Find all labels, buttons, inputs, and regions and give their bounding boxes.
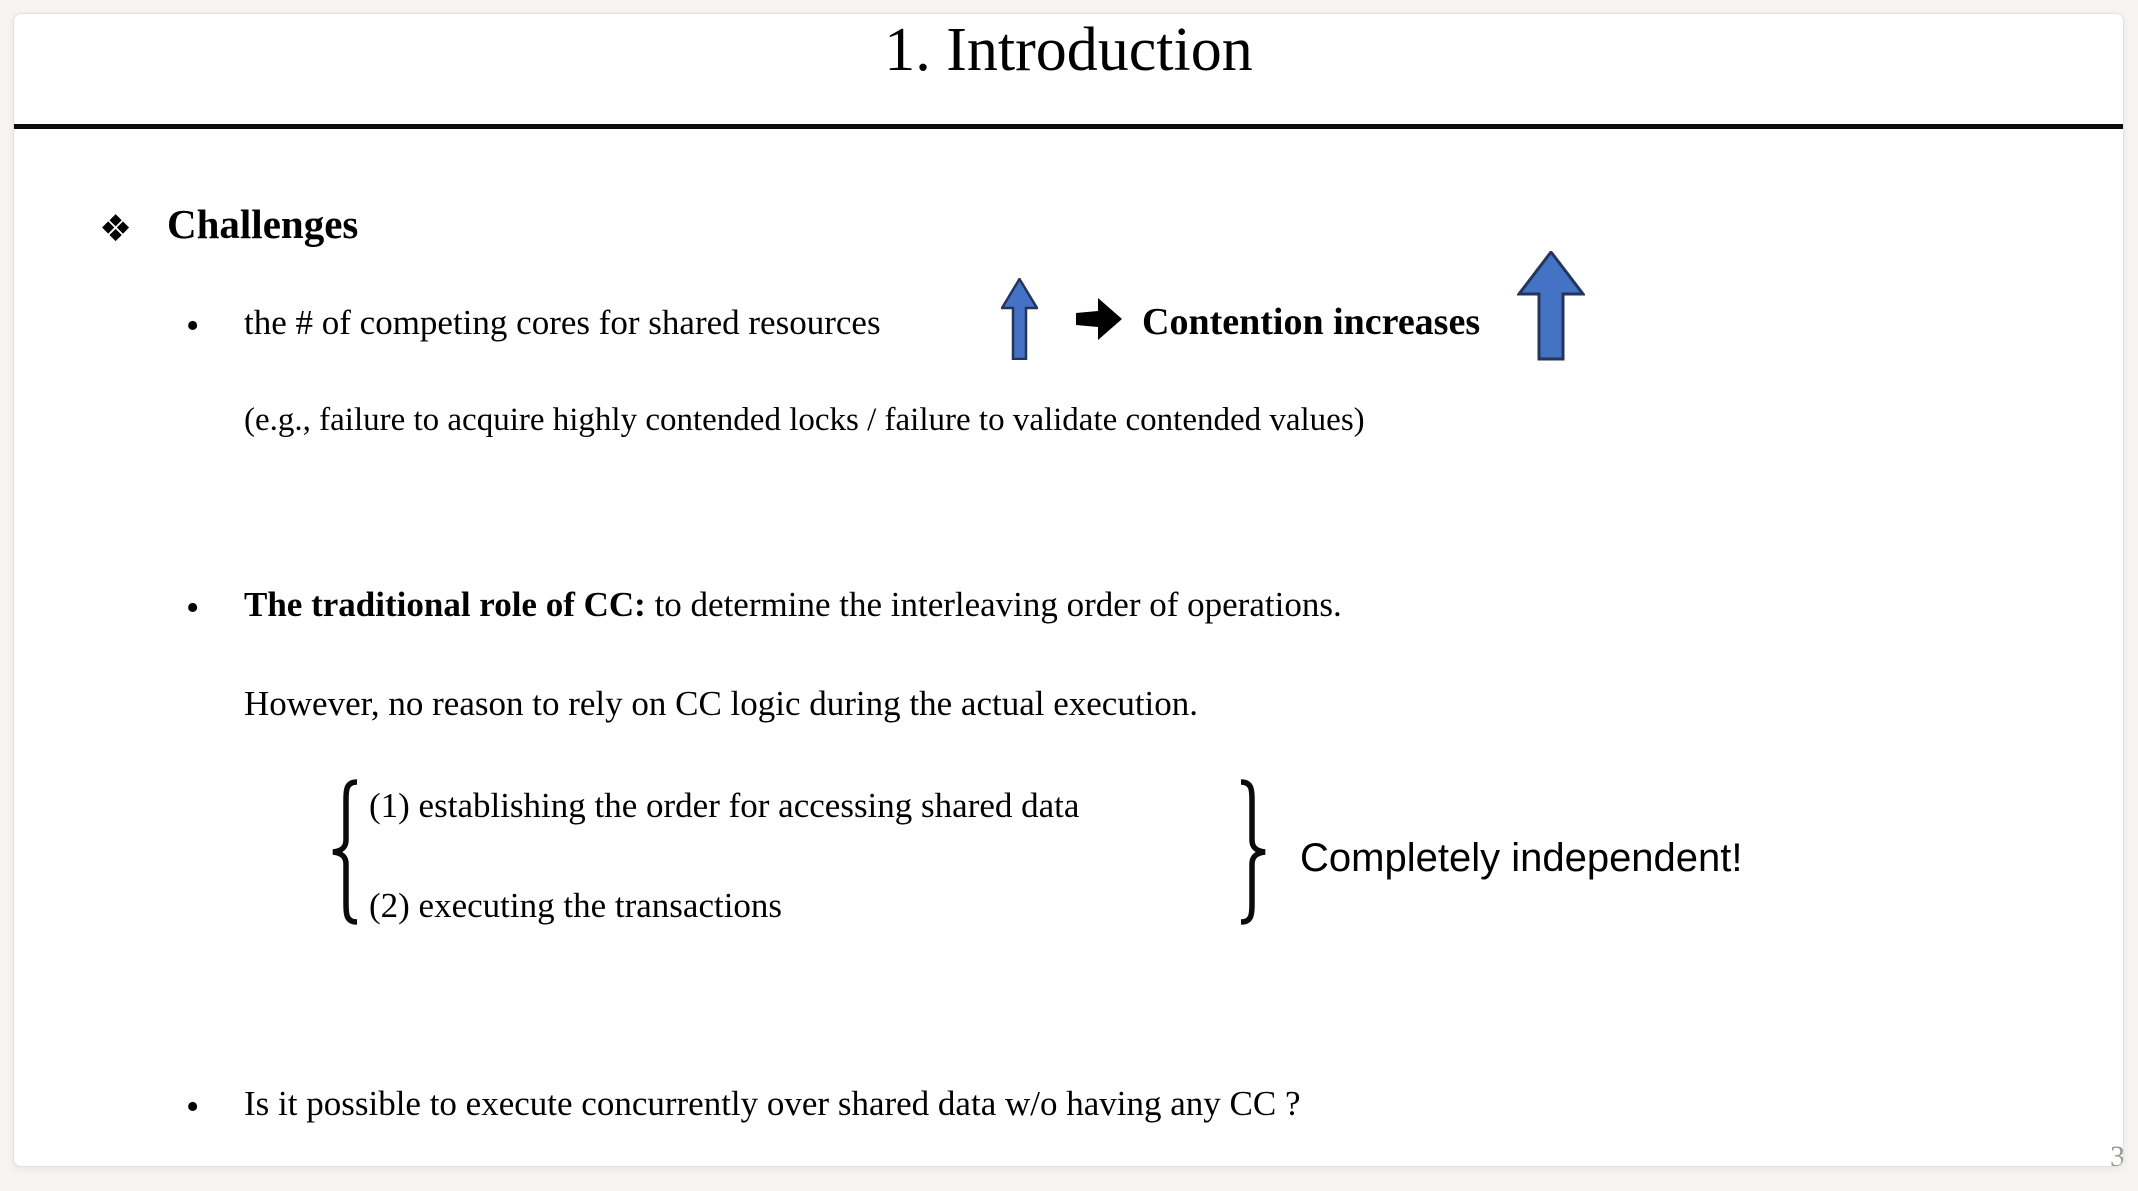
right-arrow-icon bbox=[1076, 298, 1122, 340]
bullet2-line2: However, no reason to rely on CC logic d… bbox=[244, 684, 1199, 723]
brace-item-2: (2) executing the transactions bbox=[369, 886, 783, 925]
independence-annotation: Completely independent! bbox=[1300, 836, 1743, 880]
page-number: 3 bbox=[2110, 1140, 2124, 1167]
right-brace-icon bbox=[1240, 779, 1266, 925]
slide-title: 1. Introduction bbox=[884, 16, 1253, 84]
presentation-slide: 1. Introduction ❖ Challenges • the # of … bbox=[13, 13, 2124, 1167]
title-divider-line bbox=[14, 124, 2123, 129]
bullet2-lead-bold: The traditional role of CC: bbox=[244, 585, 646, 624]
section-heading: Challenges bbox=[167, 201, 359, 247]
bullet1-emphasis: Contention increases bbox=[1142, 301, 1481, 343]
bullet-marker: • bbox=[186, 1086, 200, 1128]
bullet-marker: • bbox=[186, 305, 200, 347]
bullet2-lead-rest: to determine the interleaving order of o… bbox=[645, 585, 1342, 624]
left-brace-icon bbox=[332, 779, 358, 925]
up-arrow-icon-large bbox=[1517, 251, 1585, 361]
bullet-marker: • bbox=[186, 587, 200, 629]
bullet3-text: Is it possible to execute concurrently o… bbox=[244, 1084, 1301, 1123]
brace-item-1: (1) establishing the order for accessing… bbox=[369, 786, 1080, 825]
bullet1-note: (e.g., failure to acquire highly contend… bbox=[244, 402, 1365, 438]
bullet2-text: The traditional role of CC: to determine… bbox=[244, 584, 1342, 626]
bullet1-text: the # of competing cores for shared reso… bbox=[244, 303, 881, 342]
diamond-bullet-icon: ❖ bbox=[99, 207, 133, 250]
right-arrow-shape bbox=[1076, 298, 1122, 340]
up-arrow-icon-small bbox=[1001, 278, 1038, 360]
